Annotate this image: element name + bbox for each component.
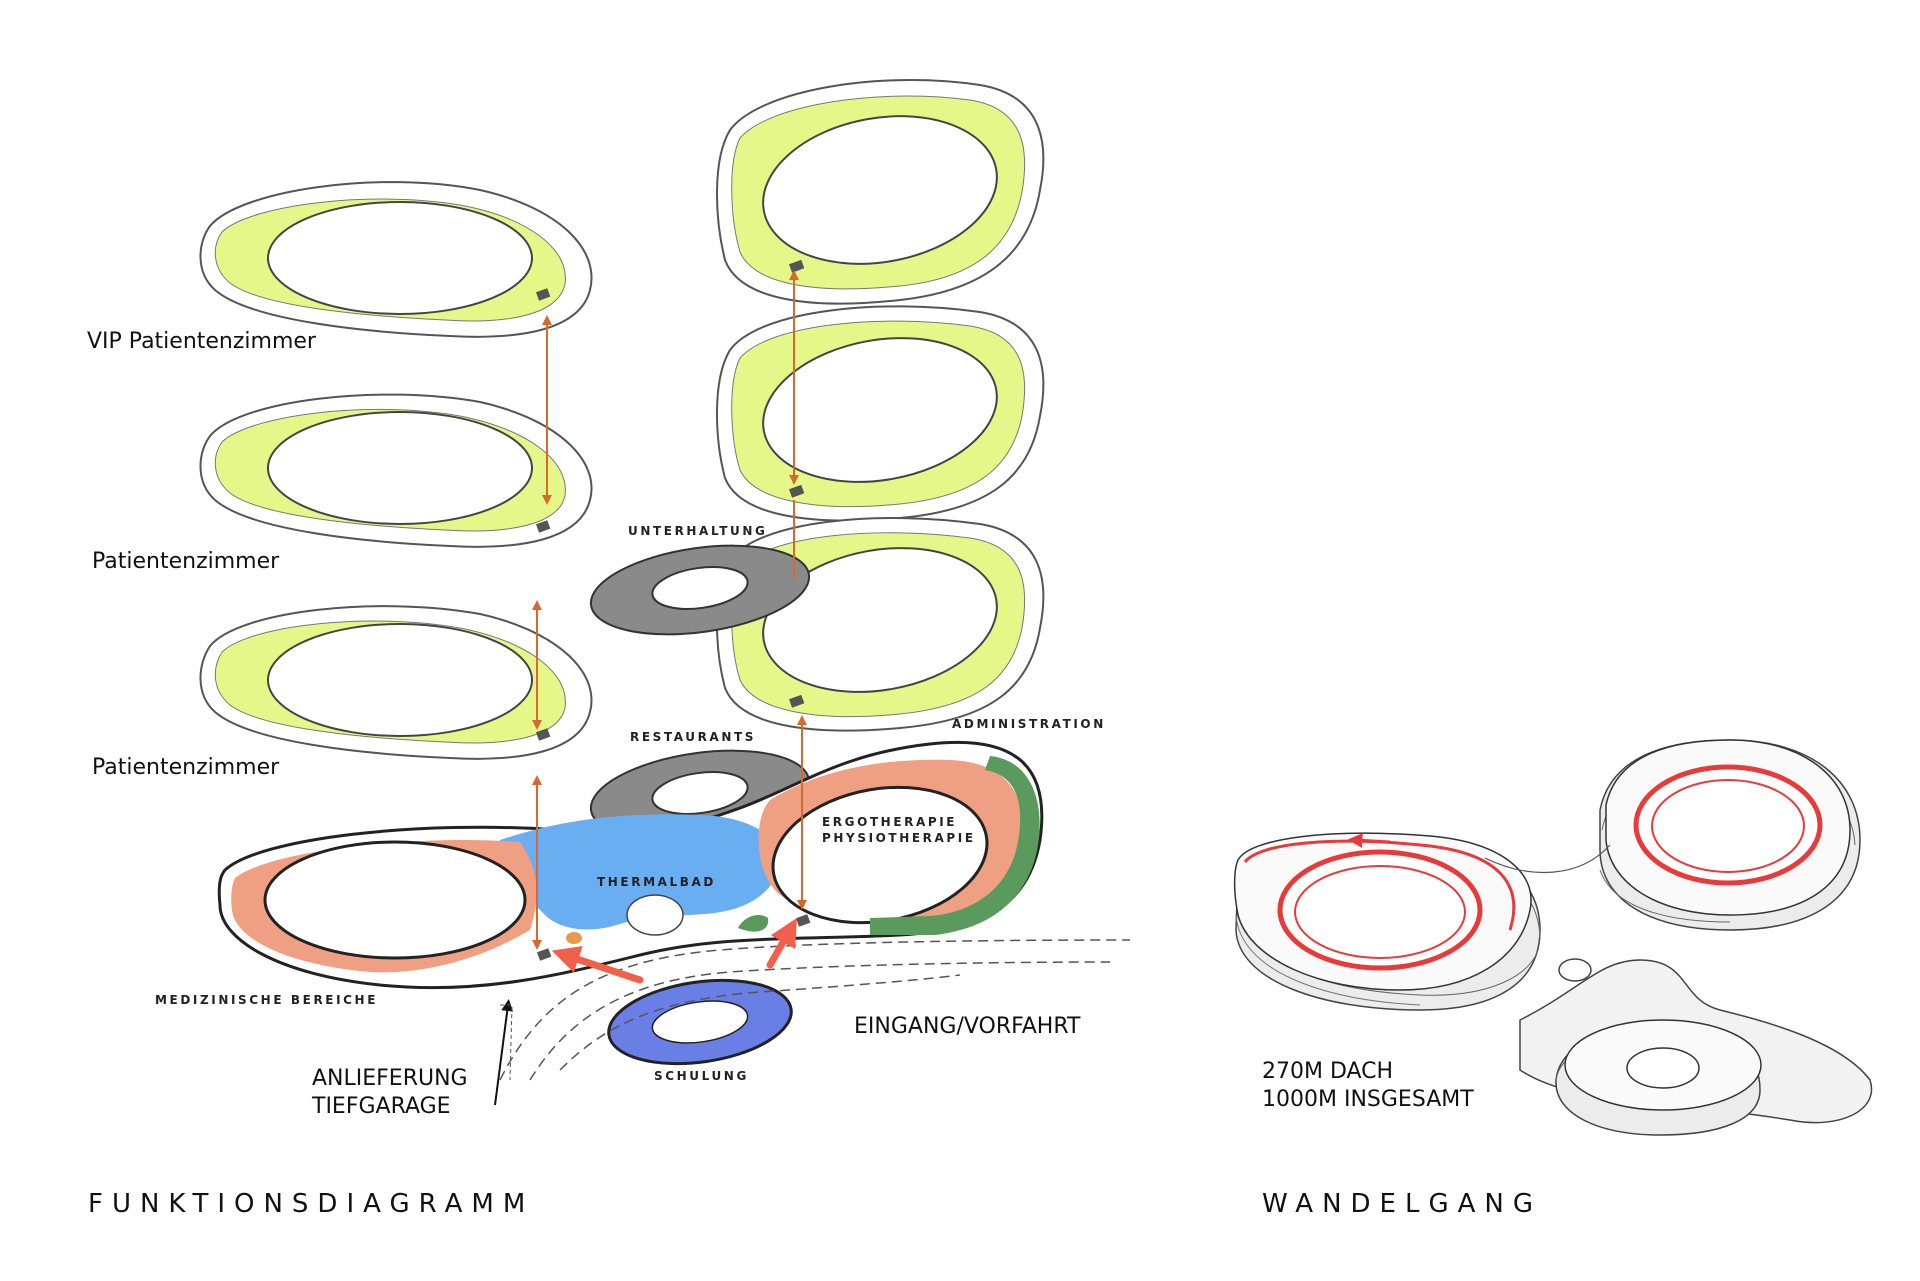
label-ergotherapie: ERGOTHERAPIE bbox=[822, 815, 957, 829]
label-medizinische-bereiche: MEDIZINISCHE BEREICHE bbox=[155, 993, 378, 1007]
label-patient-rooms-lower: Patientenzimmer bbox=[92, 755, 280, 780]
label-administration: ADMINISTRATION bbox=[952, 717, 1106, 731]
floor-right-mid bbox=[716, 305, 1045, 522]
floor-right-top bbox=[716, 79, 1045, 305]
title-funktionsdiagramm: FUNKTIONSDIAGRAMM bbox=[88, 1189, 534, 1219]
entry-arrow-right bbox=[766, 917, 797, 969]
label-tiefgarage: TIEFGARAGE bbox=[311, 1094, 451, 1119]
floor-schulung bbox=[607, 978, 793, 1066]
vertical-circulation-arrows bbox=[532, 270, 807, 950]
administration-zone bbox=[870, 756, 1040, 935]
wandelgang-line-1: 270M DACH bbox=[1262, 1059, 1393, 1084]
floor-patient-rooms-upper bbox=[199, 393, 593, 548]
floor-unterhaltung bbox=[589, 544, 811, 636]
label-restaurants: RESTAURANTS bbox=[630, 730, 756, 744]
delivery-arrow bbox=[494, 999, 514, 1106]
wandelgang-model bbox=[1233, 739, 1873, 1136]
entry-arrows bbox=[551, 917, 797, 984]
label-thermalbad: THERMALBAD bbox=[597, 875, 716, 889]
floor-patient-rooms-lower bbox=[199, 605, 593, 760]
thermalbad-area bbox=[498, 814, 781, 930]
wandelgang-line-2: 1000M INSGESAMT bbox=[1262, 1087, 1474, 1112]
label-patient-rooms-upper: Patientenzimmer bbox=[92, 549, 280, 574]
label-physiotherapie: PHYSIOTHERAPIE bbox=[822, 831, 976, 845]
floor-vip-patient-rooms bbox=[199, 181, 593, 338]
label-unterhaltung: UNTERHALTUNG bbox=[628, 524, 767, 538]
label-schulung: SCHULUNG bbox=[654, 1069, 749, 1083]
entry-arrow-left bbox=[551, 946, 644, 984]
road-lines bbox=[499, 939, 1131, 1081]
label-vip-patient-rooms: VIP Patientenzimmer bbox=[87, 329, 317, 354]
label-anlieferung: ANLIEFERUNG bbox=[312, 1066, 468, 1091]
label-eingang-vorfahrt: EINGANG/VORFAHRT bbox=[854, 1014, 1081, 1039]
title-wandelgang: WANDELGANG bbox=[1262, 1189, 1542, 1219]
floor-ground bbox=[217, 740, 1044, 990]
